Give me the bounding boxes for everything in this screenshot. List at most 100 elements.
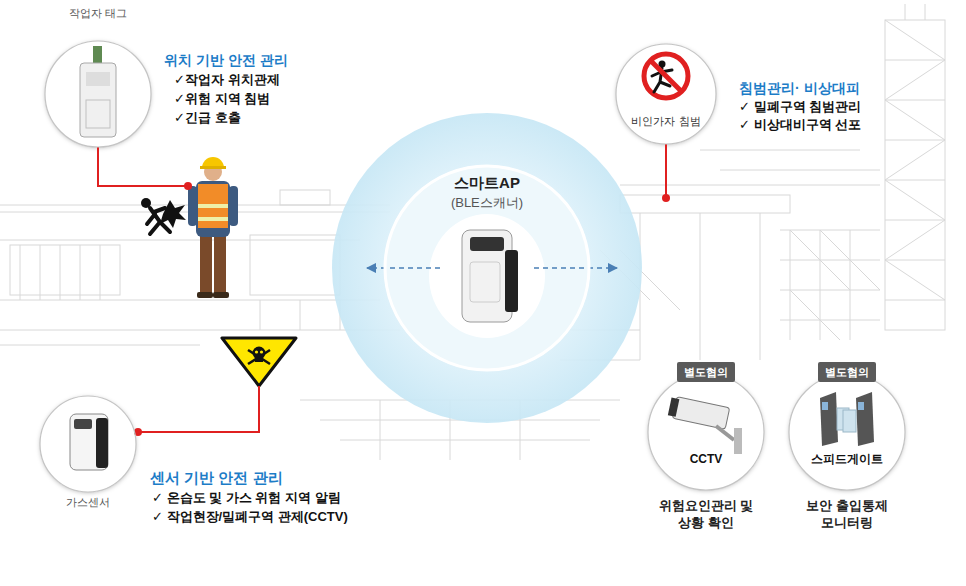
circle-border xyxy=(616,44,716,144)
circle-border xyxy=(40,396,136,492)
worker-figure xyxy=(188,157,238,298)
plant-line-art xyxy=(250,235,340,295)
check-item: ✓ 작업현장/밀폐구역 관제(CCTV) xyxy=(150,509,350,525)
worker-figure xyxy=(229,186,238,226)
fall-hazard-icon xyxy=(141,198,186,234)
speed-gate-icon xyxy=(843,410,856,432)
smart-ap-circle: 스마트AP (BLE스캐너) xyxy=(384,165,590,371)
speed-gate-icon xyxy=(822,402,828,410)
no-entry-sign xyxy=(651,61,681,91)
worker-figure xyxy=(196,181,230,237)
gas-sensor-device xyxy=(70,414,108,470)
plant-line-art xyxy=(10,245,120,295)
check-item: ✓ 비상대비구역 선포 xyxy=(737,117,863,133)
plant-line-art xyxy=(885,20,945,300)
section-heading: 침범관리· 비상대피 xyxy=(737,80,862,98)
speed-gate-circle: 스피드게이트보안 출입통제 모니터링 xyxy=(781,374,913,534)
worker-figure xyxy=(198,204,228,208)
ap-coverage xyxy=(367,267,440,269)
red-leader-lines xyxy=(98,144,666,432)
ap-device xyxy=(462,230,518,322)
cctv-camera-icon xyxy=(734,428,742,454)
check-item: ✓ 온습도 및 가스 위험 지역 알림 xyxy=(150,490,343,506)
tag-text: 별도협의 xyxy=(677,362,735,382)
cctv-circle: CCTV 위험요인관리 및 상황 확인 xyxy=(640,374,772,534)
no-entry-sign xyxy=(644,54,688,98)
plant-line-art xyxy=(20,245,100,300)
cctv-camera-icon xyxy=(667,396,729,430)
worker-figure xyxy=(197,292,213,298)
plant-line-art xyxy=(0,4,945,460)
ap-device xyxy=(462,230,512,322)
cctv-camera-icon xyxy=(668,398,680,417)
worker-figure xyxy=(198,184,228,228)
plant-line-art xyxy=(280,190,330,205)
hazard-sign xyxy=(255,350,258,353)
hazard-sign xyxy=(222,338,296,386)
speed-gate-icon xyxy=(820,392,874,446)
node-title: 스피드게이트 xyxy=(781,452,913,468)
leader-dots xyxy=(662,194,670,202)
check-item: ✓ 밀폐구역 침범관리 xyxy=(737,99,863,115)
leader-dots xyxy=(184,182,192,190)
node-subtitle: (BLE스캐너) xyxy=(384,195,590,212)
fall-hazard-icon xyxy=(147,208,170,234)
speed-gate-icon xyxy=(856,392,874,446)
gas-sensor-device xyxy=(70,414,108,470)
check-item: ✓작업자 위치관제 xyxy=(172,72,282,88)
note-tag: 별도협의 xyxy=(818,362,876,382)
plant-line-art xyxy=(885,60,945,300)
red-leader-lines xyxy=(665,144,667,196)
ap-coverage xyxy=(332,113,642,423)
icon-discs xyxy=(616,44,716,144)
worker-figure xyxy=(198,217,228,221)
icon-discs xyxy=(648,374,764,490)
hazard-sign xyxy=(260,350,263,353)
ap-coverage xyxy=(384,165,590,371)
ap-device xyxy=(470,262,500,302)
worker-figure xyxy=(188,186,197,226)
speed-gate-icon xyxy=(858,402,864,410)
red-leader-lines xyxy=(98,147,186,186)
circle-border xyxy=(45,41,151,147)
circle-outline xyxy=(40,396,136,510)
plant-line-art xyxy=(905,4,925,20)
worker-tag-device xyxy=(86,72,110,86)
circle-border xyxy=(648,374,764,490)
node-caption: 보안 출입통제 모니터링 xyxy=(789,498,905,532)
tag-text: 별도협의 xyxy=(818,362,876,382)
hazard-sign xyxy=(255,357,263,362)
leader-dots xyxy=(134,182,670,436)
icon-discs xyxy=(789,374,905,490)
node-caption: 비인가자 침범 xyxy=(616,114,716,128)
node-title: CCTV xyxy=(640,452,772,468)
worker-tag-device xyxy=(80,46,116,137)
gas-sensor-device xyxy=(74,419,92,429)
plant-line-art xyxy=(780,230,880,340)
cctv-camera-icon xyxy=(716,426,734,440)
intrusion-circle: 비인가자 침범 xyxy=(616,44,716,144)
no-entry-sign xyxy=(644,54,688,98)
node-title: 스마트AP xyxy=(384,173,590,193)
check-item: ✓긴급 호출 xyxy=(172,110,243,126)
note-tag: 별도협의 xyxy=(677,362,735,382)
plant-line-art xyxy=(620,195,790,213)
circle-border xyxy=(789,374,905,490)
icon-discs xyxy=(40,41,905,492)
ap-coverage xyxy=(332,113,642,423)
plant-line-art xyxy=(885,20,945,330)
worker-figure xyxy=(214,234,226,294)
node-heading: 작업자 태그 xyxy=(40,6,156,20)
circle-border xyxy=(385,166,589,370)
worker-figure xyxy=(200,234,212,294)
worker-tag-device xyxy=(80,63,116,137)
ap-coverage xyxy=(429,214,545,338)
ap-coverage xyxy=(534,267,617,269)
hazard-sign xyxy=(222,338,296,386)
cctv-camera-icon xyxy=(667,396,742,454)
node-caption: 위험요인관리 및 상황 확인 xyxy=(648,498,764,532)
circle-outline xyxy=(616,44,716,144)
plant-line-art xyxy=(640,213,760,360)
circle-outline xyxy=(40,6,156,148)
